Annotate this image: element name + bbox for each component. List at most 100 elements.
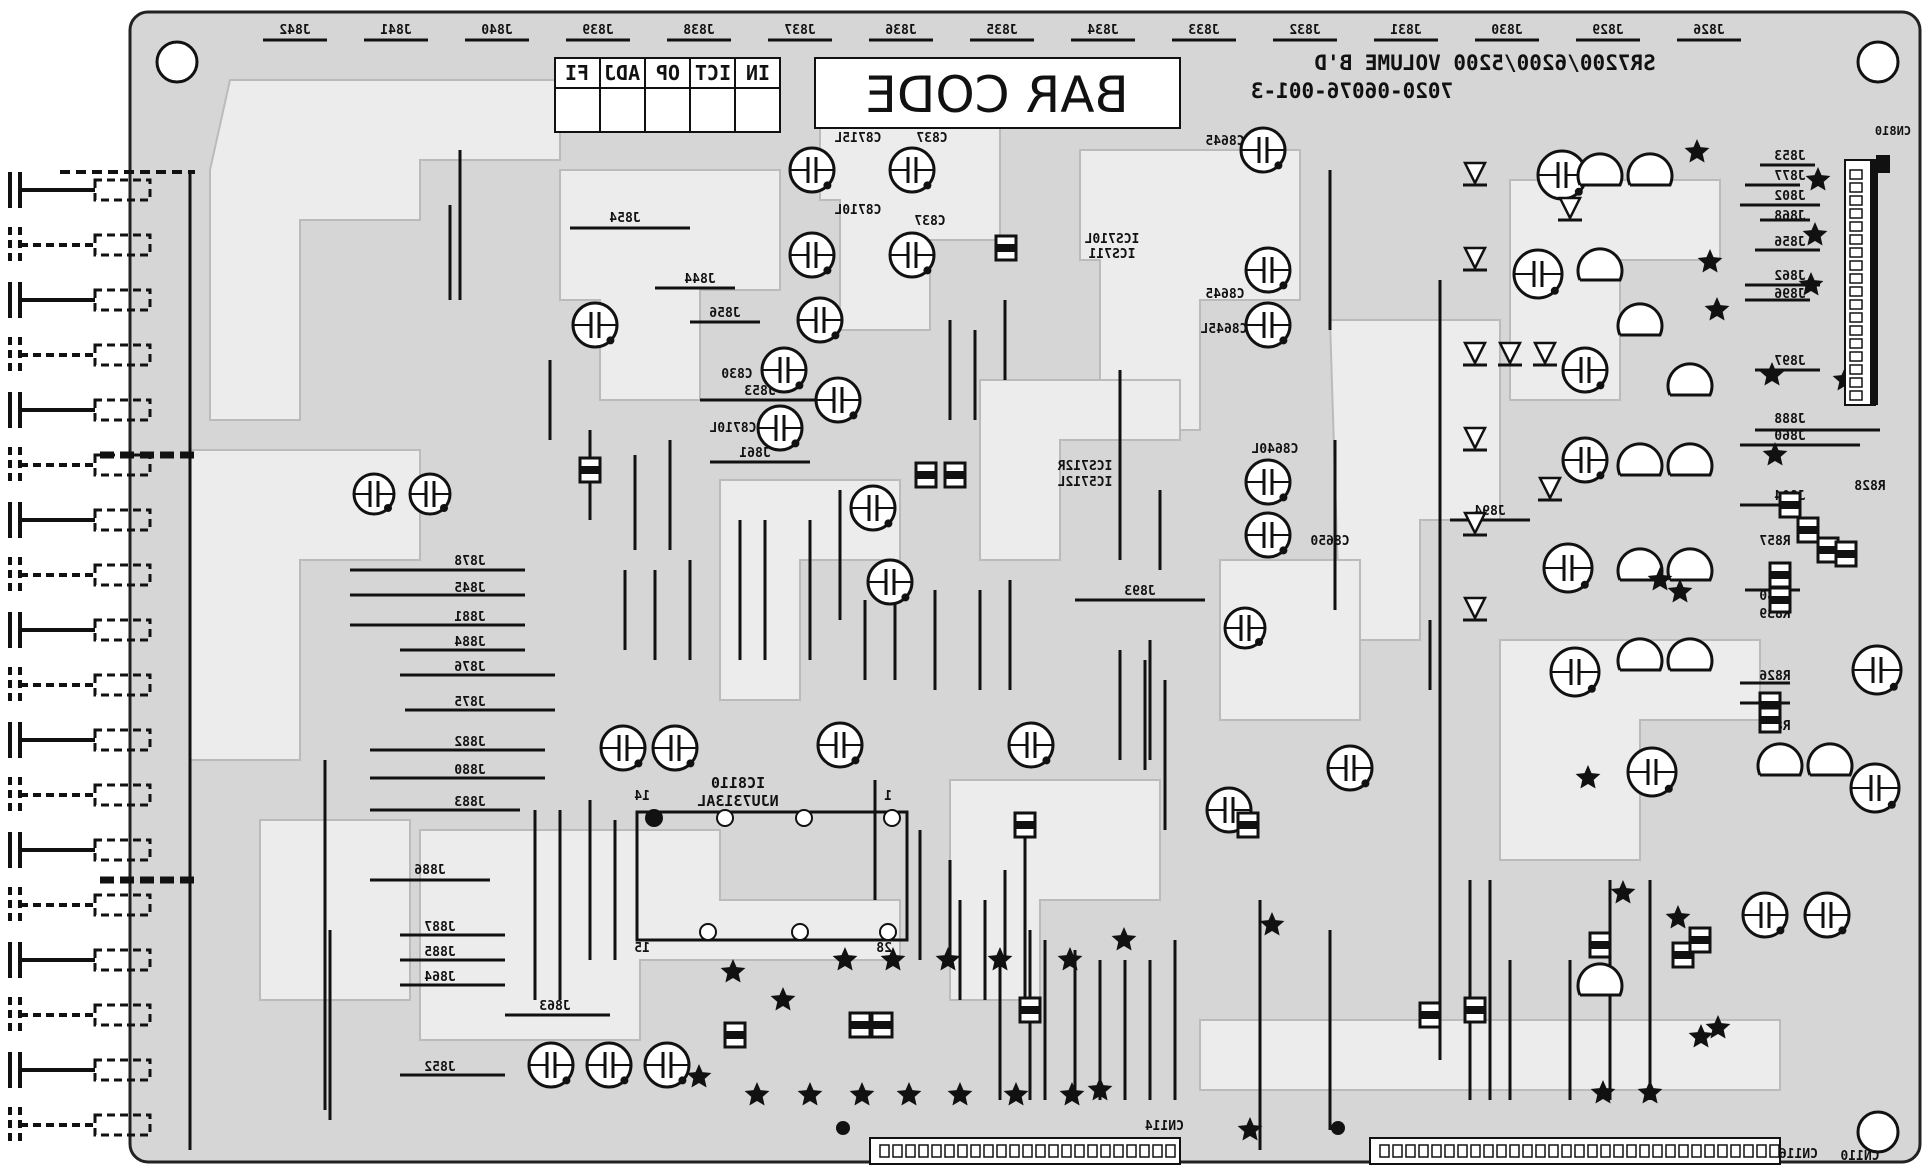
- top-jumper-label: J842: [279, 23, 310, 38]
- ic-ref-label: ICS710L: [1084, 232, 1139, 247]
- right-label-text: R826: [1759, 669, 1790, 684]
- capacitor: [1542, 542, 1594, 594]
- left-label: J845: [454, 581, 485, 596]
- right-label: J877: [1774, 169, 1805, 184]
- right-label: R857: [1759, 534, 1790, 549]
- top-jumper-label: J832: [1289, 23, 1320, 38]
- transistor: [1576, 152, 1624, 187]
- capacitor: [756, 404, 804, 452]
- test-point-star: [1637, 1080, 1663, 1104]
- ic-pin-14: 14: [634, 789, 650, 804]
- check-box-label: ICT: [695, 61, 731, 85]
- right-label-text: J802: [1774, 189, 1805, 204]
- top-jumper-label: J837: [784, 23, 815, 38]
- left-label: J844: [684, 272, 715, 287]
- top-jumper-label-text: J832: [1289, 23, 1320, 38]
- test-point-star: [1059, 1082, 1085, 1106]
- test-point-star: [1610, 880, 1636, 904]
- capacitor-label: C8650: [1310, 534, 1349, 549]
- capacitor: [1244, 511, 1292, 559]
- capacitor-label-text: C8650: [1310, 534, 1349, 549]
- top-jumper-label: J830: [1491, 23, 1522, 38]
- finger: [8, 832, 95, 868]
- capacitor: [849, 484, 897, 532]
- test-point-star: [1237, 1117, 1263, 1141]
- left-label: J884: [454, 635, 485, 650]
- right-label-text: R857: [1759, 534, 1790, 549]
- top-jumper-label-text: J840: [481, 23, 512, 38]
- right-label: J853: [1774, 149, 1805, 164]
- ic-ref-label-text: ICS710L: [1084, 232, 1139, 247]
- capacitor: [888, 231, 936, 279]
- test-point-star: [1667, 579, 1693, 603]
- transistor: [1666, 637, 1714, 672]
- test-point-star: [1057, 947, 1083, 971]
- top-jumper-label: J833: [1188, 23, 1219, 38]
- left-label: J887: [424, 920, 455, 935]
- capacitor-label-text: C837: [916, 131, 947, 146]
- right-label-text: J897: [1774, 354, 1805, 369]
- left-label: J886: [414, 863, 445, 878]
- finger: [8, 667, 95, 703]
- finger: [8, 502, 95, 538]
- connector-label-cn114: CN114: [1145, 1119, 1184, 1134]
- diode: [1462, 246, 1488, 272]
- top-jumper-label: J839: [582, 23, 613, 38]
- capacitor: [408, 472, 452, 516]
- capacitor: [888, 146, 936, 194]
- top-jumper-label: J840: [481, 23, 512, 38]
- left-label-text: J864: [424, 970, 455, 985]
- left-label-text: J881: [454, 610, 485, 625]
- transistor: [1666, 442, 1714, 477]
- check-box-label-text: FI: [565, 61, 589, 85]
- capacitor-label: C8710L: [709, 421, 756, 436]
- left-label-text: J893: [1124, 584, 1155, 599]
- left-label-text: J844: [684, 272, 715, 287]
- transistor: [1616, 547, 1664, 582]
- capacitor-label: C837: [916, 131, 947, 146]
- diode: [1462, 596, 1488, 622]
- top-jumper-label-text: J834: [1087, 23, 1118, 38]
- left-label-text: J845: [454, 581, 485, 596]
- capacitor: [1741, 891, 1789, 939]
- capacitor: [814, 376, 862, 424]
- left-label-text: J876: [454, 660, 485, 675]
- capacitor: [1244, 458, 1292, 506]
- transistor: [1626, 152, 1674, 187]
- bottom-connectors: CN114 CN116: [836, 169, 1863, 1165]
- right-label: R828: [1854, 479, 1885, 494]
- capacitor-label-text: C8710L: [709, 421, 756, 436]
- left-label: J893: [1124, 584, 1155, 599]
- capacitor-label-text: C8710L: [834, 203, 881, 218]
- test-point-star: [1259, 912, 1285, 936]
- test-point-star: [1111, 927, 1137, 951]
- left-label-text: J854: [609, 211, 640, 226]
- board-part-number: 7020-06076-001-3: [1251, 79, 1453, 103]
- test-point-star: [1705, 1015, 1731, 1039]
- finger: [8, 1052, 95, 1088]
- capacitor-label-text: C8645L: [1200, 322, 1247, 337]
- left-label: J854: [609, 211, 640, 226]
- left-label-text: J861: [739, 446, 770, 461]
- capacitor-label: C8640L: [1251, 442, 1298, 457]
- check-box-label-text: IN: [746, 61, 770, 85]
- transistor: [1666, 362, 1714, 397]
- left-label-text: J856: [709, 306, 740, 321]
- top-jumper-label: J834: [1087, 23, 1118, 38]
- finger: [8, 557, 95, 593]
- ic-ref-label-text: ICS712R: [1057, 459, 1112, 474]
- finger: [8, 942, 95, 978]
- transistor: [1616, 637, 1664, 672]
- test-point-star: [770, 987, 796, 1011]
- test-point-star: [744, 1082, 770, 1106]
- transistor: [1666, 547, 1714, 582]
- board-title: SR7200/6200/5200 VOLUME B'D: [1314, 51, 1655, 75]
- diode: [1537, 476, 1563, 502]
- left-label: J852: [424, 1060, 455, 1075]
- capacitor: [1326, 744, 1374, 792]
- test-point-star: [1087, 1077, 1113, 1101]
- diode: [1497, 341, 1523, 367]
- test-point-star: [1805, 167, 1831, 191]
